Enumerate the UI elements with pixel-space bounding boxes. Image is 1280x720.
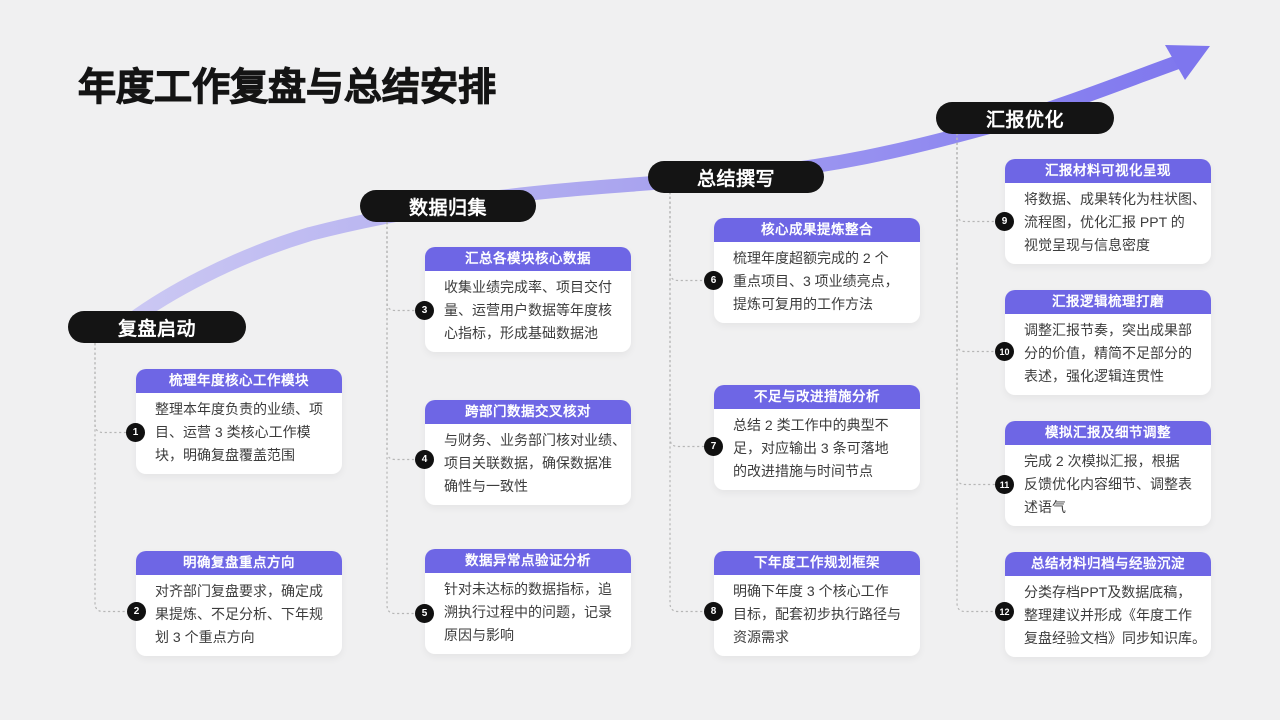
task-card-1: 梳理年度核心工作模块 整理本年度负责的业绩、项 目、运营 3 类核心工作模 块，… [136, 369, 342, 474]
task-card-10-title: 汇报逻辑梳理打磨 [1005, 290, 1211, 314]
task-card-12: 总结材料归档与经验沉淀 分类存档PPT及数据底稿， 整理建议并形成《年度工作 复… [1005, 552, 1211, 657]
task-card-3: 汇总各模块核心数据 收集业绩完成率、项目交付 量、运营用户数据等年度核 心指标，… [425, 247, 631, 352]
step-number-badge-4: 4 [415, 450, 434, 469]
task-card-4-body: 与财务、业务部门核对业绩、 项目关联数据，确保数据准 确性与一致性 [444, 432, 626, 494]
task-card-7: 不足与改进措施分析 总结 2 类工作中的典型不 足，对应输出 3 条可落地 的改… [714, 385, 920, 490]
trend-arrow-head [1165, 45, 1210, 80]
task-card-4: 跨部门数据交叉核对 与财务、业务部门核对业绩、 项目关联数据，确保数据准 确性与… [425, 400, 631, 505]
task-card-8-title: 下年度工作规划框架 [714, 551, 920, 575]
step-number-badge-3: 3 [415, 301, 434, 320]
step-number-badge-7: 7 [704, 437, 723, 456]
page-title: 年度工作复盘与总结安排 [77, 67, 497, 110]
step-number-badge-2: 2 [127, 602, 146, 621]
task-card-1-title: 梳理年度核心工作模块 [136, 369, 342, 393]
task-card-11-title: 模拟汇报及细节调整 [1005, 421, 1211, 445]
step-number-badge-8: 8 [704, 602, 723, 621]
task-card-10: 汇报逻辑梳理打磨 调整汇报节奏，突出成果部 分的价值，精简不足部分的 表述，强化… [1005, 290, 1211, 395]
task-card-7-title: 不足与改进措施分析 [714, 385, 920, 409]
stage-pill-summary-writing: 总结撰写 [648, 161, 824, 193]
task-card-11-body: 完成 2 次模拟汇报，根据 反馈优化内容细节、调整表 述语气 [1024, 453, 1192, 515]
step-number-badge-9: 9 [995, 212, 1014, 231]
task-card-7-body: 总结 2 类工作中的典型不 足，对应输出 3 条可落地 的改进措施与时间节点 [733, 417, 889, 479]
task-card-9-title: 汇报材料可视化呈现 [1005, 159, 1211, 183]
task-card-10-body: 调整汇报节奏，突出成果部 分的价值，精简不足部分的 表述，强化逻辑连贯性 [1024, 322, 1192, 384]
step-number-badge-1: 1 [126, 423, 145, 442]
step-number-badge-5: 5 [415, 604, 434, 623]
task-card-8-body: 明确下年度 3 个核心工作 目标，配套初步执行路径与 资源需求 [733, 583, 901, 645]
task-card-4-title: 跨部门数据交叉核对 [425, 400, 631, 424]
task-card-3-title: 汇总各模块核心数据 [425, 247, 631, 271]
task-card-6: 核心成果提炼整合 梳理年度超额完成的 2 个 重点项目、3 项业绩亮点， 提炼可… [714, 218, 920, 323]
task-card-6-title: 核心成果提炼整合 [714, 218, 920, 242]
task-card-5: 数据异常点验证分析 针对未达标的数据指标，追 溯执行过程中的问题，记录 原因与影… [425, 549, 631, 654]
task-card-1-body: 整理本年度负责的业绩、项 目、运营 3 类核心工作模 块，明确复盘覆盖范围 [155, 401, 323, 463]
stage-pill-report-optimization: 汇报优化 [936, 102, 1114, 134]
task-card-2: 明确复盘重点方向 对齐部门复盘要求，确定成 果提炼、不足分析、下年规 划 3 个… [136, 551, 342, 656]
step-number-badge-11: 11 [995, 475, 1014, 494]
step-number-badge-12: 12 [995, 602, 1014, 621]
task-card-12-title: 总结材料归档与经验沉淀 [1005, 552, 1211, 576]
task-card-5-title: 数据异常点验证分析 [425, 549, 631, 573]
task-card-12-body: 分类存档PPT及数据底稿， 整理建议并形成《年度工作 复盘经验文档》同步知识库。 [1024, 584, 1206, 646]
task-card-6-body: 梳理年度超额完成的 2 个 重点项目、3 项业绩亮点， 提炼可复用的工作方法 [733, 250, 899, 312]
stage-pill-review-launch: 复盘启动 [68, 311, 246, 343]
task-card-5-body: 针对未达标的数据指标，追 溯执行过程中的问题，记录 原因与影响 [444, 581, 612, 643]
task-card-11: 模拟汇报及细节调整 完成 2 次模拟汇报，根据 反馈优化内容细节、调整表 述语气 [1005, 421, 1211, 526]
task-card-9: 汇报材料可视化呈现 将数据、成果转化为柱状图、 流程图，优化汇报 PPT 的 视… [1005, 159, 1211, 264]
step-number-badge-10: 10 [995, 342, 1014, 361]
task-card-9-body: 将数据、成果转化为柱状图、 流程图，优化汇报 PPT 的 视觉呈现与信息密度 [1024, 191, 1206, 253]
task-card-3-body: 收集业绩完成率、项目交付 量、运营用户数据等年度核 心指标，形成基础数据池 [444, 279, 612, 341]
connector-lines [94, 133, 995, 615]
task-card-2-title: 明确复盘重点方向 [136, 551, 342, 575]
stage-pill-data-collection: 数据归集 [360, 190, 536, 222]
task-card-2-body: 对齐部门复盘要求，确定成 果提炼、不足分析、下年规 划 3 个重点方向 [155, 583, 323, 645]
task-card-8: 下年度工作规划框架 明确下年度 3 个核心工作 目标，配套初步执行路径与 资源需… [714, 551, 920, 656]
step-number-badge-6: 6 [704, 271, 723, 290]
